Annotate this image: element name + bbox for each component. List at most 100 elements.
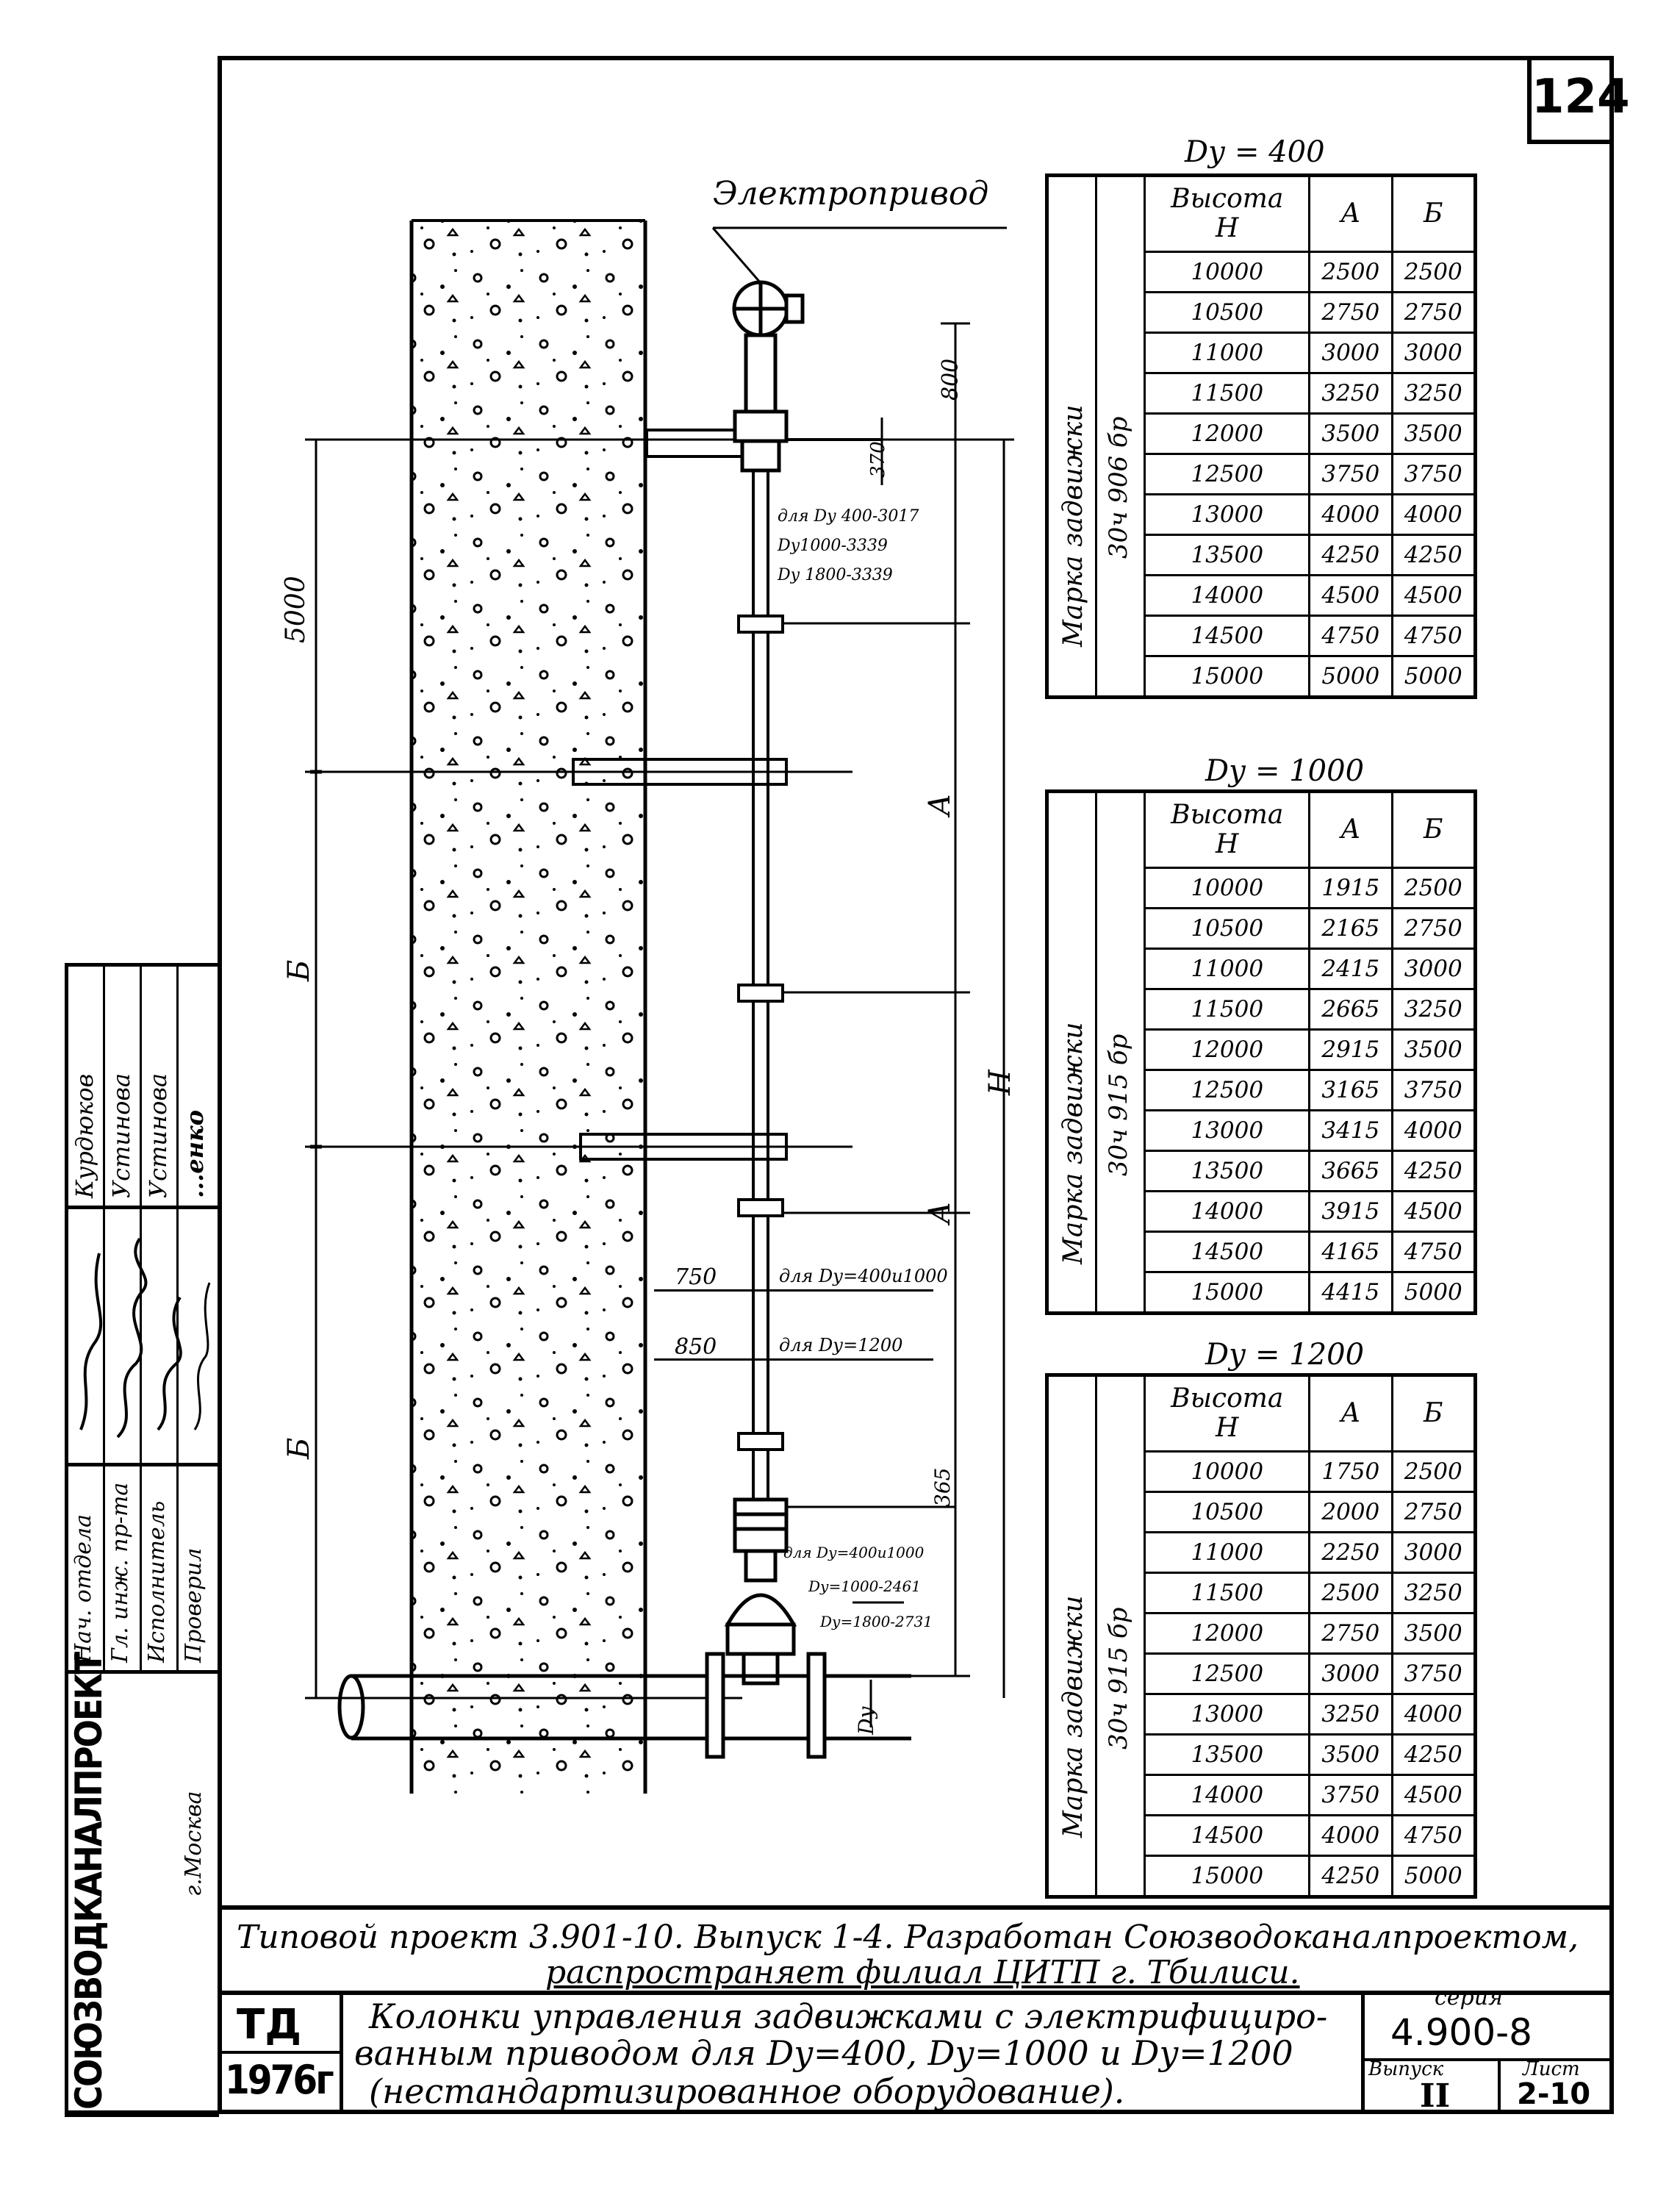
- note-bottom-3: Dу=1800-2731: [820, 1613, 933, 1630]
- table-2-mark-code: 30ч 915 бр: [1104, 1034, 1133, 1176]
- dim-365: 365: [930, 1467, 955, 1507]
- dim-a-upper: А: [923, 793, 957, 816]
- signatures: [79, 1237, 211, 1439]
- project-note-line-1: Типовой проект 3.901-10. Выпуск 1-4. Раз…: [237, 1919, 1579, 1956]
- table-1-mark-label: Марка задвижки: [1058, 404, 1088, 647]
- stamp-name-3: Устинова: [144, 1072, 172, 1198]
- dim-b-upper: Б: [282, 959, 316, 981]
- project-note: Типовой проект 3.901-10. Выпуск 1-4. Раз…: [222, 1905, 1609, 1991]
- issue-label: Выпуск: [1368, 2058, 1444, 2080]
- stamp-role-4: Проверил: [181, 1547, 207, 1663]
- dim-dy: Dу: [854, 1706, 878, 1735]
- dim-750: 750: [675, 1264, 717, 1290]
- stamp-name-1: Курдюков: [71, 1073, 98, 1198]
- table-1-mark-code: 30ч 906 бр: [1104, 416, 1133, 559]
- stamp-role-2: Гл. инж. пр-та: [107, 1482, 133, 1663]
- right-dimension-lines: [779, 322, 1005, 1727]
- electric-actuator: [732, 280, 805, 473]
- note-top-1: для Dу 400-3017: [778, 507, 919, 526]
- sheet-number: 124: [1527, 56, 1630, 144]
- title-line-3: (нестандартизированное оборудование).: [369, 2071, 1125, 2111]
- header-a: А: [1308, 1374, 1393, 1453]
- concrete-wall: [409, 219, 647, 1794]
- note-top-2: Dу1000-3339: [778, 537, 888, 555]
- note-top-3: Dу 1800-3339: [778, 566, 893, 584]
- sheet-value: 2-10: [1517, 2077, 1591, 2111]
- title-block: ТД 1976г Колонки управления задвижками с…: [222, 1985, 1609, 2115]
- stamp-name-4: ...енко: [181, 1109, 209, 1198]
- series-value: 4.900-8: [1390, 2011, 1532, 2054]
- year-label: 1976г: [225, 2057, 334, 2103]
- organization-city: г.Москва: [181, 1791, 207, 1896]
- dim-line-850: [654, 1358, 933, 1361]
- table-3-mark-code: 30ч 915 бр: [1104, 1607, 1133, 1749]
- title-line-2: ванным приводом для Dу=400, Dу=1000 и Dу…: [354, 2033, 1293, 2073]
- dim-line-750: [654, 1289, 933, 1292]
- control-rod: [737, 470, 784, 1500]
- issue-value: II: [1420, 2077, 1451, 2115]
- project-note-line-2: распространяет филиал ЦИТП г. Тбилиси.: [545, 1954, 1300, 1991]
- dim-370: 370: [867, 441, 889, 478]
- dim-850: 850: [675, 1334, 717, 1360]
- table-3-mark-label: Марка задвижки: [1058, 1595, 1088, 1838]
- sheet-label: Лист: [1523, 2058, 1580, 2080]
- sheet-frame: [218, 56, 1614, 2114]
- note-850: для Dу=1200: [779, 1335, 903, 1355]
- pipeline: [337, 1652, 911, 1759]
- header-b: Б: [1390, 790, 1477, 869]
- organization-name: СОЮЗВОДКАНАЛПРОЕКТ: [68, 1652, 110, 2110]
- td-label: ТД: [237, 2001, 302, 2049]
- level-lines: [305, 438, 1014, 1699]
- left-dimension-line: [310, 440, 322, 1698]
- table-2-title: Dу = 1000: [1205, 754, 1365, 788]
- title-line-1: Колонки управления задвижками с электриф…: [369, 1996, 1328, 2036]
- dim-5000: 5000: [281, 576, 311, 643]
- header-b: Б: [1390, 1374, 1477, 1453]
- note-bottom-1: для Dу=400и1000: [783, 1544, 925, 1561]
- actuator-label: Электропривод: [713, 175, 989, 212]
- note-bottom-2: Dу=1000-2461: [808, 1577, 921, 1595]
- header-a: А: [1308, 174, 1393, 253]
- table-2-mark-label: Марка задвижки: [1058, 1022, 1088, 1264]
- series-label: серия: [1435, 1985, 1503, 2010]
- table-1-title: Dу = 400: [1185, 135, 1325, 169]
- dim-a-lower: А: [923, 1201, 957, 1224]
- note-750: для Dу=400и1000: [779, 1266, 948, 1286]
- valve-assembly: [724, 1497, 797, 1686]
